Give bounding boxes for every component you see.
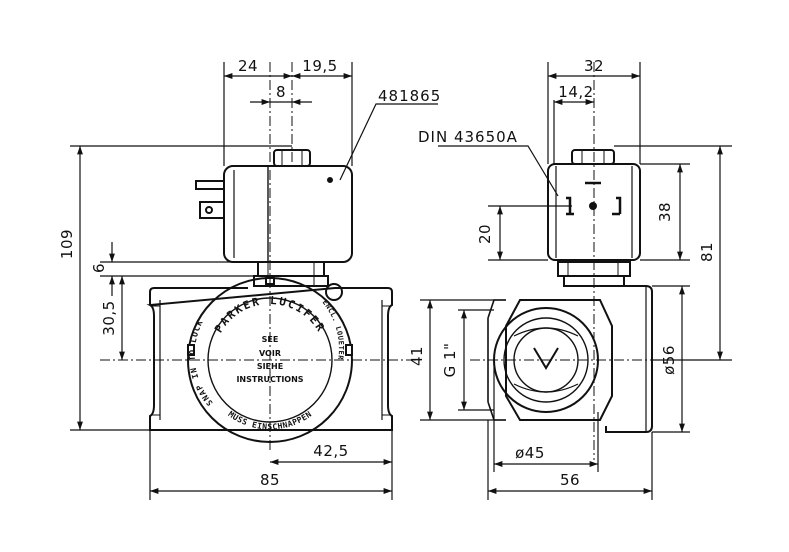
dim-6: 6	[90, 263, 108, 273]
stamp-ring-left: SNAP IN TO LOCK	[188, 318, 215, 407]
connector-pins	[195, 180, 225, 190]
dim-dia-56: ø56	[660, 345, 678, 375]
stamp-line-2: VOIR	[259, 349, 281, 358]
dim-42-5: 42,5	[313, 442, 348, 460]
dim-85: 85	[260, 471, 280, 489]
port-face-hex	[505, 299, 613, 421]
front-view-dimension-text: 24 19,5 8 109 6 30,5 42,5 85 481865	[58, 57, 441, 489]
dim-8: 8	[276, 83, 286, 101]
stamp-line-1: SEE	[262, 335, 279, 344]
dim-32: 32	[584, 57, 604, 75]
valve-body-side	[588, 285, 653, 433]
dim-19-5: 19,5	[302, 57, 337, 75]
connector-screw-head	[571, 149, 615, 165]
side-view-dimensions	[420, 62, 732, 500]
dim-14-2: 14,2	[558, 83, 593, 101]
dim-20: 20	[476, 224, 494, 244]
dim-56: 56	[560, 471, 580, 489]
orifice-symbol	[533, 347, 559, 370]
dim-109: 109	[58, 229, 76, 259]
manual-override-knob	[325, 283, 343, 301]
valve-body-outline	[146, 287, 393, 431]
din-connector-label: DIN 43650A	[418, 128, 518, 146]
part-number-label: 481865	[378, 87, 441, 105]
dim-thread: G 1"	[441, 343, 459, 378]
front-view-centerlines	[100, 62, 420, 450]
dim-dia-45: ø45	[515, 444, 545, 462]
nameplate-stamp: PARKER LUCIFER SNAP IN TO LOCK ENCL. LOU…	[188, 294, 345, 432]
side-view-dimension-text: 32 14,2 DIN 43650A 38 81 20 41 G 1" ø56 …	[408, 57, 716, 489]
stamp-line-3: SIEHE	[257, 362, 283, 371]
dim-41: 41	[408, 346, 426, 366]
front-view-dimensions	[70, 62, 438, 500]
dim-30-5: 30,5	[100, 300, 118, 335]
side-view	[487, 149, 653, 433]
stamp-line-4: INSTRUCTIONS	[236, 375, 303, 384]
dim-38: 38	[656, 202, 674, 222]
dim-81: 81	[698, 242, 716, 262]
dim-24: 24	[238, 57, 258, 75]
side-view-centerlines	[470, 62, 700, 460]
